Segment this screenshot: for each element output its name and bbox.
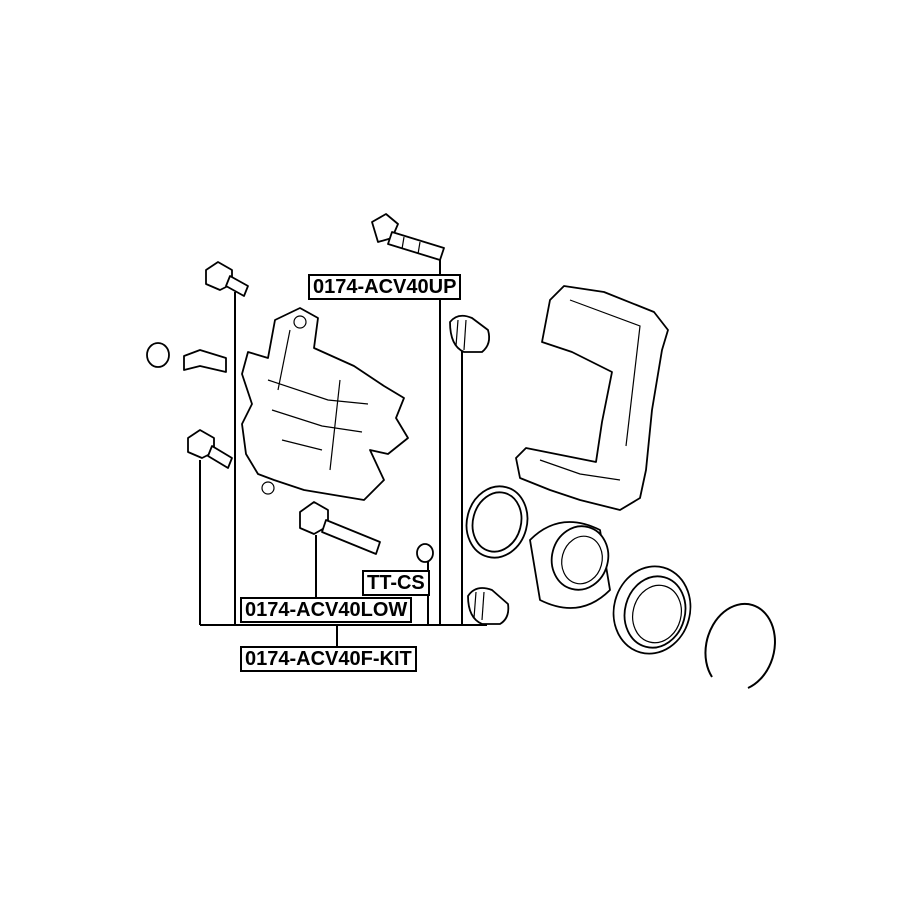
piston xyxy=(529,521,611,609)
caliper-body xyxy=(241,307,409,501)
bleeder-screw-upper xyxy=(205,261,249,297)
pin-boot-upper xyxy=(449,314,491,353)
label-kit: 0174-ACV40F-KIT xyxy=(240,646,417,672)
label-lower-pin: 0174-ACV40LOW xyxy=(240,597,413,623)
upper-guide-pin xyxy=(371,213,445,261)
piston-seal xyxy=(465,485,529,559)
caliper-bracket xyxy=(515,285,669,511)
bleeder-screw-lower xyxy=(187,429,233,469)
snap-ring xyxy=(704,602,776,689)
lower-guide-pin xyxy=(299,501,381,555)
pin-boot-lower xyxy=(467,587,510,625)
dust-cap xyxy=(416,543,434,563)
label-cap: TT-CS xyxy=(362,570,430,596)
bleeder-screw-mid xyxy=(183,349,227,373)
label-upper-pin: 0174-ACV40UP xyxy=(308,274,462,300)
leader-lines xyxy=(199,258,487,647)
bleeder-cap xyxy=(146,342,170,368)
piston-dust-boot xyxy=(612,565,692,655)
